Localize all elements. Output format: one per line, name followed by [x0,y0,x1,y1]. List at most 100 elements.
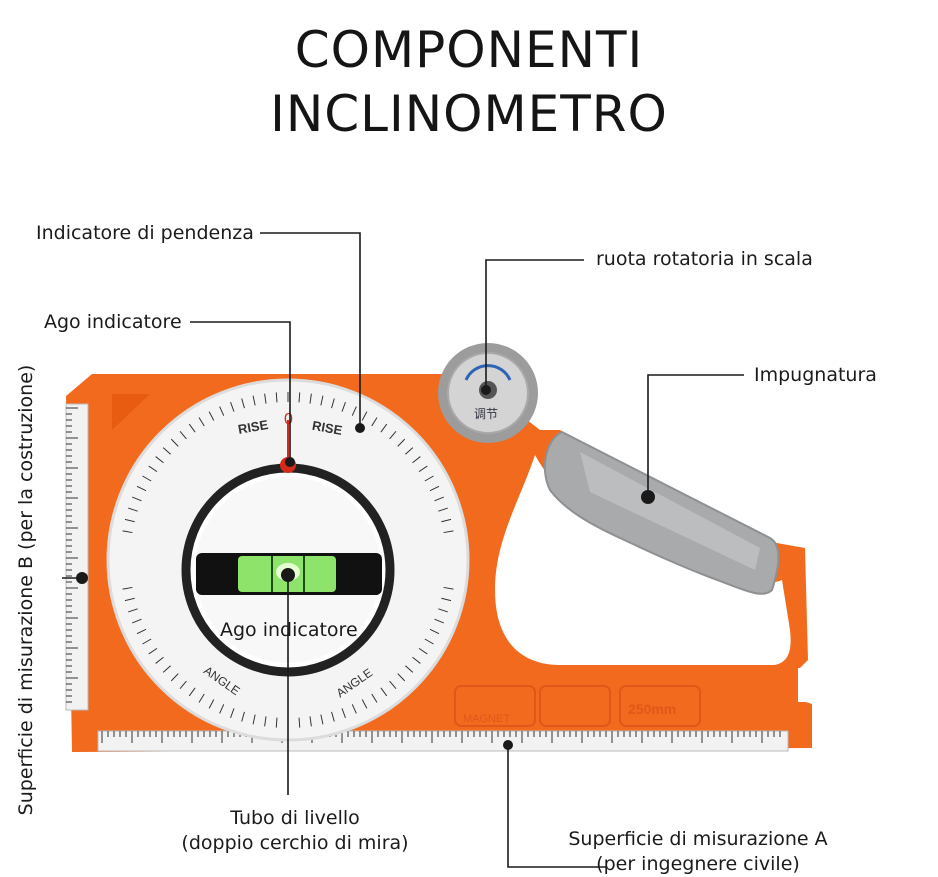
dot-slope-indicator [355,423,365,433]
magnet-plate-mid [539,685,611,727]
dial-tick [264,393,267,404]
grip-inner [580,452,760,570]
dial-tick [122,586,133,590]
dial-tick [389,430,397,440]
label-level-tube: Tubo di livello (doppio cerchio di mira) [170,807,420,854]
dial-tick [162,665,171,673]
dial-tick [132,496,142,502]
dial-tick [148,647,158,655]
wheel-arrows-icon [464,364,512,381]
dial-tick [298,717,301,728]
label-handle: Impugnatura [754,364,877,386]
dial-tick [443,586,454,590]
label-surface-a-line1: Superficie di misurazione A [568,828,828,850]
label-level-tube-line1: Tubo di livello [230,807,360,829]
scale-b-ticks [66,407,78,703]
dial-tick [361,699,368,709]
dial-tick [298,392,301,403]
wheel-text: 调节 [474,407,498,421]
dial-tick [405,447,414,455]
dial-tick [142,638,152,645]
dial-tick [424,638,434,645]
dial-tick [155,656,164,664]
dial-tick [309,393,312,404]
dial-tick [188,423,196,433]
label-level-tube-line2: (doppio cerchio di mira) [181,832,409,854]
dial-tick [198,693,205,703]
rise-right-text: RISE [311,418,344,438]
dial-tick [309,716,312,727]
dial-tick [275,392,278,403]
dial-tick [128,507,138,512]
dial-tick [341,401,346,412]
dial-tick [389,680,397,690]
leader-slope-indicator [260,232,361,428]
dial-tick [208,411,215,421]
dial-tick [148,465,158,473]
dial-tick [124,597,135,602]
dial-tick [418,465,428,473]
magnet-plate [454,685,536,727]
size-text: 250mm [628,701,676,717]
dial-tick [320,395,324,406]
dial-tick [429,485,440,492]
dial-tick [361,411,368,421]
corner-recess [112,394,150,430]
leader-surface-a [507,745,606,868]
dial-tick [429,628,440,635]
dial-tick [208,699,215,709]
dot-handle [641,490,655,504]
dial-tick [124,518,135,523]
dial-tick [341,708,346,719]
dial-tick [132,618,142,624]
dial-tick [264,716,267,727]
dial-tick [275,717,278,728]
dial-tick [230,708,235,719]
zero-top-text: 0 [284,411,293,428]
dial-tick [241,711,245,722]
label-surface-a: Superficie di misurazione A (per ingegne… [560,828,836,875]
dial-tick [371,693,378,703]
dial-tick [438,507,448,512]
label-slope-indicator: Indicatore di pendenza [36,222,254,244]
size-plate [619,685,701,727]
leader-needle-top [190,321,291,462]
leader-scale-wheel [485,259,584,390]
dot-level-tube [281,568,295,582]
dial-tick [136,628,147,635]
leader-handle [647,374,744,497]
dial-tick [418,647,428,655]
dial-tick [170,438,179,447]
dial-tick [252,714,256,725]
dial-tick [252,395,256,406]
dial-tick [424,475,434,482]
label-surface-b: Superficie di misurazione B (per la cost… [15,364,37,816]
label-needle-inner: Ago indicatore [220,619,358,641]
dial-tick [380,687,388,697]
dial-tick [441,597,452,602]
magnet-text: MAGNET [463,713,510,725]
label-needle-top: Ago indicatore [44,311,182,333]
dial-tick [142,475,152,482]
dot-scale-wheel [481,385,491,395]
dial-tick [198,417,205,427]
dial-tick [438,608,448,613]
dial-tick [380,423,388,433]
dial-tick [434,618,444,624]
dial-tick [412,456,421,464]
dial-ticks [122,392,454,728]
dial-tick [351,704,357,714]
scale-a-ticks [101,731,781,743]
leader-lines [62,232,744,868]
label-scale-wheel: ruota rotatoria in scala [596,248,813,270]
dial-tick [443,530,454,534]
dial-tick [397,673,406,682]
dial-tick [441,518,452,523]
dot-surface-a [503,740,513,750]
dial-tick [162,447,171,455]
dial-tick [219,406,225,416]
dial-tick [179,430,187,440]
label-surface-a-line2: (per ingegnere civile) [596,853,800,875]
rise-left-text: RISE [237,417,270,437]
dial-tick [412,656,421,664]
